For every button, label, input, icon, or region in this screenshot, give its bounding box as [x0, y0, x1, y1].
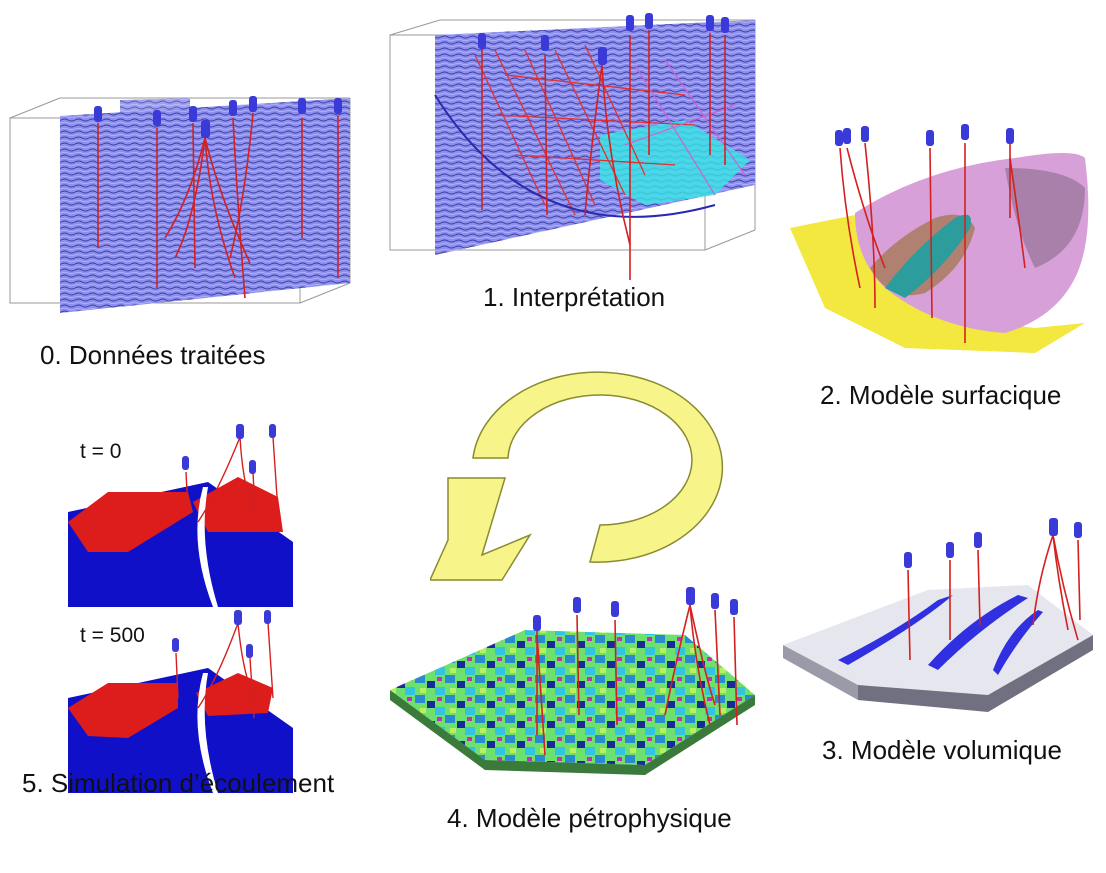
time-label-t500: t = 500: [80, 624, 145, 647]
cycle-arrow: [430, 371, 724, 581]
well-trajectories: [839, 138, 1026, 343]
panel-simulation-t0: [68, 424, 293, 607]
time-label-t0: t = 0: [80, 440, 122, 463]
volume-block-front: [858, 635, 1093, 712]
well-head-icons: [478, 13, 729, 65]
petrophysical-grid-front: [485, 695, 755, 775]
cycle-arrow-ring: [472, 371, 724, 563]
stage-label-volume-model: 3. Modèle volumique: [822, 735, 1062, 765]
fault-white: [197, 673, 218, 793]
panel-volume-model: [783, 518, 1093, 712]
panel-interpretation: [389, 13, 756, 280]
cycle-arrow-head: [430, 477, 532, 581]
interpreted-horizon-cyan: [600, 120, 750, 205]
well-head-icons: [172, 610, 271, 658]
stage-label-surface-model: 2. Modèle surfacique: [820, 380, 1062, 410]
panel-seismic-data: [9, 96, 351, 313]
well-trajectories: [907, 534, 1081, 661]
well-trajectories: [97, 112, 339, 299]
panel-simulation-t500: [68, 610, 293, 793]
well-head-icons: [182, 424, 276, 474]
panel-petrophysical-model: [390, 587, 755, 775]
petrophysical-grid-top: [390, 630, 755, 765]
well-trajectories: [175, 622, 274, 719]
volume-block-side: [783, 645, 858, 700]
seismic-section-crossline: [120, 98, 190, 293]
well-trajectories: [481, 30, 726, 280]
well-head-icons: [533, 587, 738, 631]
stage-label-interpretation: 1. Interprétation: [483, 282, 666, 312]
petrophysical-grid-edge: [390, 690, 485, 770]
surface-teal: [885, 214, 971, 298]
stage-label-processed-data: 0. Données traitées: [40, 340, 266, 370]
well-head-icons: [835, 124, 1014, 146]
well-head-icons: [94, 96, 342, 138]
well-head-icons: [904, 518, 1082, 568]
well-trajectories: [536, 604, 738, 756]
oil-zone-left: [68, 683, 178, 738]
fault-channels: [838, 595, 1043, 675]
oil-zone-left: [68, 492, 193, 552]
interpreted-horizon-blue: [434, 94, 716, 218]
well-trajectories: [185, 436, 279, 533]
surface-pink-shadow: [1005, 168, 1085, 268]
panel-surface-model: [790, 124, 1089, 353]
fault-white: [197, 487, 218, 607]
stage-label-petrophysical-model: 4. Modèle pétrophysique: [447, 803, 732, 833]
volume-block-top: [783, 585, 1093, 695]
stage-label-flow-simulation: 5. Simulation d’écoulement: [22, 768, 335, 798]
